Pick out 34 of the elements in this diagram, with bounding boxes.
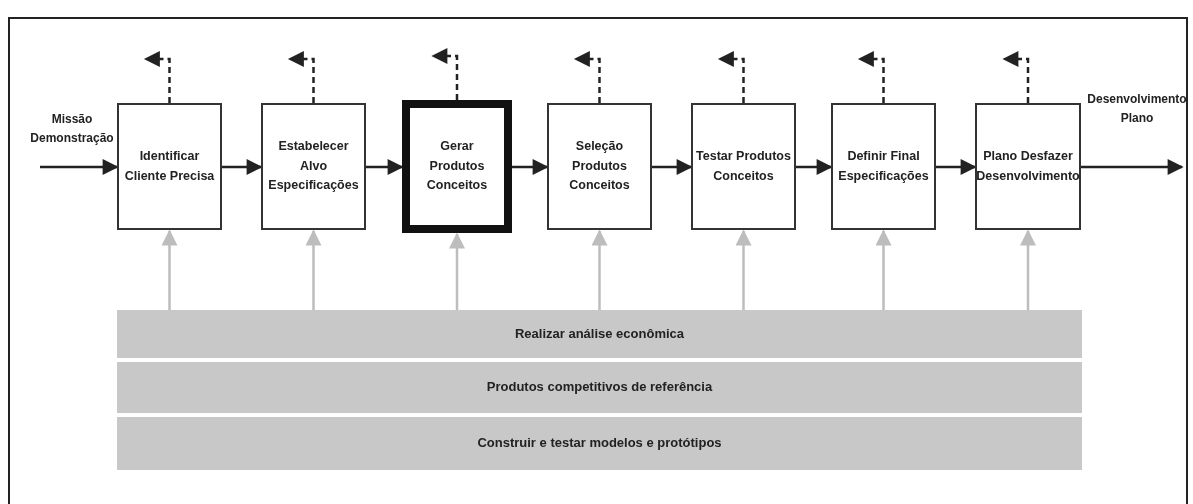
process-box: Estabelecer Alvo Especificações <box>261 103 366 230</box>
arrow <box>1081 159 1184 175</box>
arrow <box>735 229 752 310</box>
activity-band: Produtos competitivos de referência <box>117 362 1082 413</box>
arrow <box>936 159 977 175</box>
arrow <box>222 159 263 175</box>
dashed-arrow <box>431 48 459 100</box>
activity-band: Construir e testar modelos e protótipos <box>117 417 1082 470</box>
dashed-arrow <box>573 51 601 103</box>
arrow <box>796 159 833 175</box>
dashed-arrow <box>717 51 745 103</box>
arrow <box>449 232 465 310</box>
process-box: Seleção Produtos Conceitos <box>547 103 652 230</box>
dashed-arrow <box>287 51 315 103</box>
flow-label: Desenvolvimento Plano <box>1084 90 1190 160</box>
arrow <box>366 159 404 175</box>
arrow <box>652 159 693 175</box>
dashed-arrow <box>857 51 885 103</box>
process-box: Definir Final Especificações <box>831 103 936 230</box>
process-box: Identificar Cliente Precisa <box>117 103 222 230</box>
process-box: Testar Produtos Conceitos <box>691 103 796 230</box>
arrow <box>512 159 549 175</box>
process-box: Gerar Produtos Conceitos <box>402 100 512 233</box>
arrow <box>161 229 178 310</box>
flow-label: Missão Demonstração <box>30 110 114 160</box>
dashed-arrow <box>1002 51 1030 103</box>
activity-band: Realizar análise econômica <box>117 310 1082 358</box>
dashed-arrow <box>143 51 171 103</box>
arrow <box>305 229 322 310</box>
process-box: Plano Desfazer Desenvolvimento <box>975 103 1081 230</box>
arrow <box>40 159 119 175</box>
arrow <box>1020 229 1036 310</box>
arrow <box>591 229 608 310</box>
arrow <box>875 229 892 310</box>
